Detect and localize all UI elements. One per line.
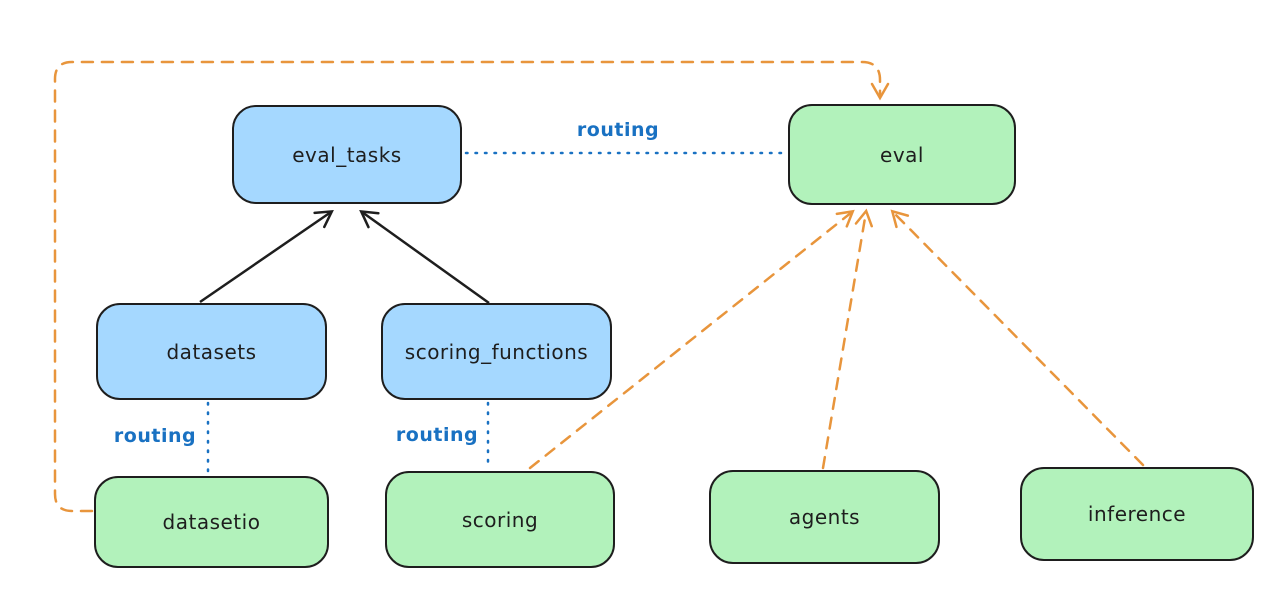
routing-label-scoring-functions-scoring: routing: [395, 424, 479, 446]
node-eval-label: eval: [880, 142, 924, 167]
node-eval-tasks-label: eval_tasks: [292, 142, 402, 167]
node-agents: agents: [709, 470, 940, 564]
node-datasetio: datasetio: [94, 476, 329, 568]
node-datasetio-label: datasetio: [162, 510, 261, 534]
node-datasets-label: datasets: [166, 339, 257, 364]
node-inference-label: inference: [1087, 502, 1187, 526]
node-scoring-functions-label: scoring_functions: [404, 339, 589, 364]
edge-inference-to-eval: [890, 209, 1145, 467]
edge-scoring-to-eval: [528, 209, 855, 470]
node-eval-tasks: eval_tasks: [232, 105, 462, 204]
node-agents-label: agents: [788, 505, 861, 529]
routing-label-datasets-datasetio: routing: [113, 425, 197, 447]
node-scoring-functions: scoring_functions: [381, 303, 612, 400]
node-datasets: datasets: [96, 303, 327, 400]
node-eval: eval: [788, 104, 1016, 205]
edge-datasets-to-eval-tasks: [199, 209, 334, 304]
edge-scoring-functions-to-eval-tasks: [359, 209, 490, 305]
edge-agents-to-eval: [821, 208, 873, 470]
routing-label-eval-tasks-eval: routing: [576, 119, 660, 141]
node-inference: inference: [1020, 467, 1254, 561]
node-scoring-label: scoring: [461, 507, 539, 532]
node-scoring: scoring: [385, 471, 615, 568]
